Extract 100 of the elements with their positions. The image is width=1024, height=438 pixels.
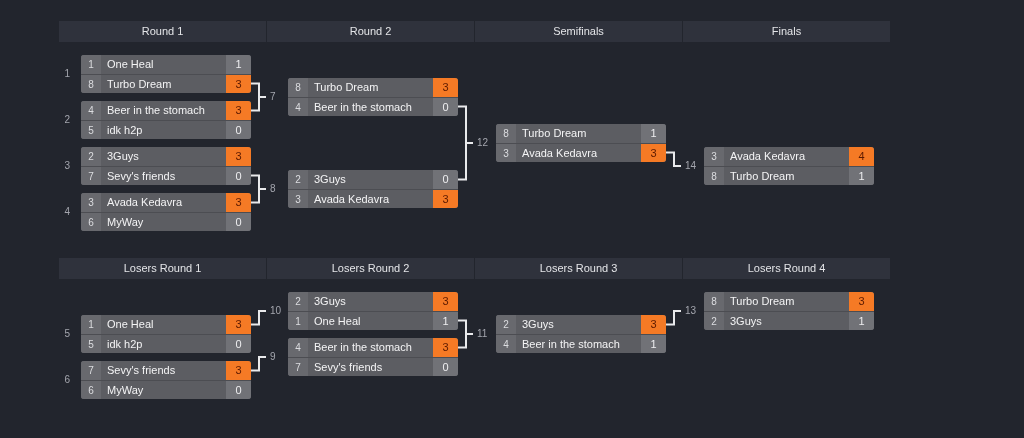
match-card — [81, 147, 251, 185]
bracket-line — [250, 96, 267, 112]
match-card — [81, 193, 251, 231]
team-row — [704, 311, 874, 330]
bracket-line — [250, 356, 267, 372]
score-value: 0 — [226, 381, 251, 399]
score-value: 0 — [433, 98, 458, 116]
team-row — [81, 55, 251, 74]
team-row — [81, 315, 251, 334]
team-name: Avada Kedavra — [729, 149, 807, 165]
score-value: 3 — [226, 361, 251, 380]
score-value: 1 — [849, 167, 874, 185]
team-name: 3Guys — [106, 149, 140, 165]
match-number: 10 — [266, 305, 282, 317]
seed-number: 1 — [81, 315, 101, 334]
match-number: 11 — [473, 328, 488, 340]
team-row — [288, 170, 458, 189]
round-header: Finals — [683, 21, 890, 42]
score-value: 1 — [433, 312, 458, 330]
match-card — [704, 147, 874, 185]
seed-number: 7 — [81, 361, 101, 380]
seed-number: 4 — [288, 98, 308, 116]
team-row — [81, 166, 251, 185]
score-value: 3 — [433, 78, 458, 97]
team-name: Turbo Dream — [729, 168, 796, 184]
round-header: Losers Round 1 — [59, 258, 266, 279]
team-row — [81, 380, 251, 399]
team-row — [288, 78, 458, 97]
score-value: 3 — [226, 101, 251, 120]
team-name: 3Guys — [313, 294, 347, 310]
bracket-line — [665, 151, 682, 167]
team-name: One Heal — [106, 317, 155, 333]
match-number: 4 — [64, 206, 70, 218]
match-card — [81, 55, 251, 93]
match-number: 8 — [266, 183, 276, 195]
seed-number: 3 — [704, 147, 724, 166]
score-value: 3 — [433, 338, 458, 357]
score-value: 3 — [641, 144, 666, 162]
team-row — [704, 166, 874, 185]
team-row — [81, 361, 251, 380]
seed-number: 4 — [496, 335, 516, 353]
score-value: 3 — [641, 315, 666, 334]
team-row — [496, 143, 666, 162]
score-value: 0 — [226, 167, 251, 185]
seed-number: 3 — [288, 190, 308, 208]
round-header: Round 2 — [267, 21, 474, 42]
team-row — [81, 147, 251, 166]
team-row — [288, 357, 458, 376]
match-card — [288, 338, 458, 376]
team-name: One Heal — [313, 313, 362, 329]
seed-number: 2 — [288, 292, 308, 311]
score-value: 4 — [849, 147, 874, 166]
team-row — [496, 334, 666, 353]
team-name: Turbo Dream — [521, 126, 588, 142]
seed-number: 8 — [704, 292, 724, 311]
score-value: 1 — [641, 124, 666, 143]
bracket-line — [457, 333, 474, 349]
team-row — [288, 311, 458, 330]
team-name: Sevy's friends — [313, 359, 384, 375]
team-name: Beer in the stomach — [521, 336, 621, 352]
score-value: 0 — [433, 170, 458, 189]
seed-number: 2 — [496, 315, 516, 334]
match-number: 13 — [681, 305, 697, 317]
score-value: 1 — [849, 312, 874, 330]
seed-number: 3 — [81, 193, 101, 212]
team-row — [288, 97, 458, 116]
team-name: Beer in the stomach — [313, 99, 413, 115]
team-name: One Heal — [106, 57, 155, 73]
seed-number: 7 — [288, 358, 308, 376]
team-name: 3Guys — [521, 317, 555, 333]
seed-number: 8 — [288, 78, 308, 97]
team-row — [288, 189, 458, 208]
score-value: 0 — [433, 358, 458, 376]
team-name: Avada Kedavra — [521, 145, 599, 161]
match-card — [704, 292, 874, 330]
match-card — [288, 292, 458, 330]
team-row — [496, 315, 666, 334]
bracket-line — [250, 188, 267, 204]
team-name: Turbo Dream — [729, 294, 796, 310]
team-name: idk h2p — [106, 336, 144, 352]
bracket-line — [457, 142, 474, 181]
seed-number: 5 — [81, 121, 101, 139]
team-name: Avada Kedavra — [313, 191, 391, 207]
match-card — [81, 361, 251, 399]
team-row — [496, 124, 666, 143]
seed-number: 2 — [704, 312, 724, 330]
team-row — [81, 120, 251, 139]
match-number: 9 — [266, 351, 276, 363]
seed-number: 5 — [81, 335, 101, 353]
match-number: 3 — [64, 160, 70, 172]
match-number: 1 — [64, 68, 70, 80]
round-header: Semifinals — [475, 21, 682, 42]
round-header: Round 1 — [59, 21, 266, 42]
score-value: 0 — [226, 121, 251, 139]
team-row — [81, 212, 251, 231]
team-name: MyWay — [106, 214, 145, 230]
team-name: 3Guys — [729, 313, 763, 329]
team-name: Turbo Dream — [313, 80, 380, 96]
seed-number: 7 — [81, 167, 101, 185]
team-name: Sevy's friends — [106, 363, 177, 379]
